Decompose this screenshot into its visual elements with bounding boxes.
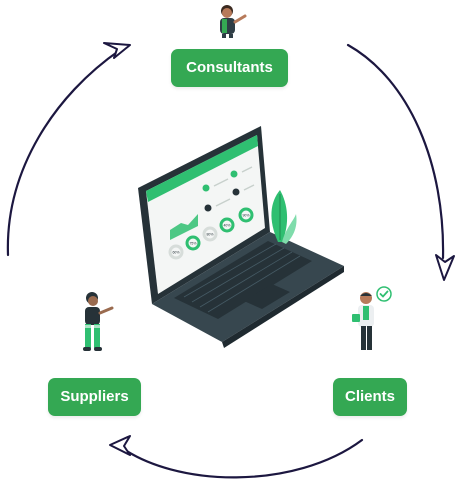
arc-bottom — [116, 438, 364, 479]
arc-top-right — [346, 43, 445, 260]
checkmark-icon — [376, 286, 392, 302]
laptop: 60% 75% 80% 40% 90% — [138, 126, 344, 348]
arrow-head-icon — [435, 254, 455, 281]
arrow-head-icon — [109, 435, 131, 456]
person-icon — [352, 292, 374, 350]
consultants-label: Consultants — [171, 49, 288, 87]
gauge-label: 40% — [223, 224, 230, 228]
clients-label: Clients — [333, 378, 407, 416]
gauge-label: 80% — [206, 233, 213, 237]
gauge-label: 90% — [242, 214, 249, 218]
gauge-label: 60% — [172, 251, 179, 255]
arc-top-left — [6, 48, 122, 257]
laptop-touchpad — [244, 284, 290, 309]
suppliers-label: Suppliers — [48, 378, 141, 416]
plant-icon — [271, 190, 297, 244]
gauge-label: 75% — [189, 242, 196, 246]
arrow-head-icon — [103, 42, 131, 59]
person-icon — [82, 292, 114, 351]
screen-chart — [170, 214, 198, 240]
person-icon — [220, 5, 247, 38]
